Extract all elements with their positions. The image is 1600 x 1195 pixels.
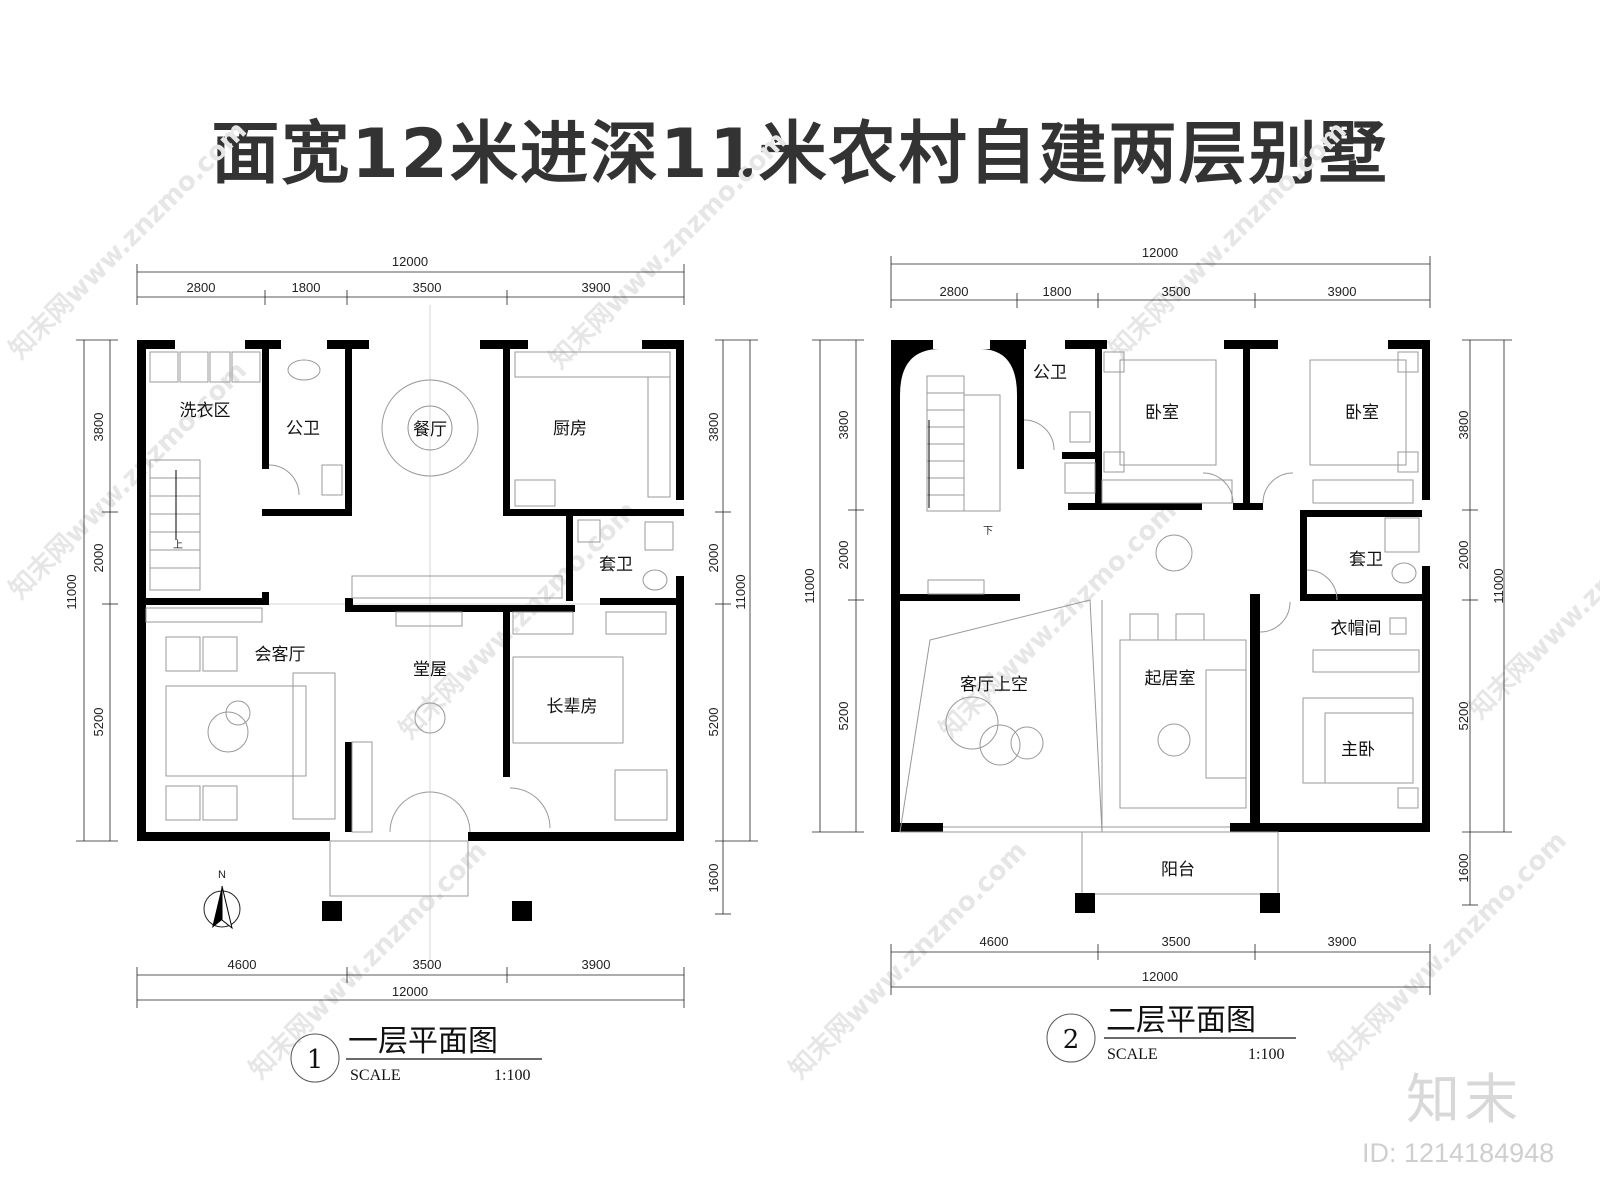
floor-2-dim-right-3: 5200	[1456, 702, 1471, 731]
floor-1-dim-right-3: 5200	[706, 708, 721, 737]
floor-2-dim-bottom-3: 3900	[1328, 934, 1357, 949]
floor-1-dims-bottom-lines	[136, 967, 685, 1008]
watermark-text: 知末网www.znzmo.com	[784, 836, 1033, 1085]
floor-1-dim-left-3: 5200	[91, 708, 106, 737]
floor-1-dims-left-lines	[76, 339, 118, 842]
watermark-text: 知末网www.znzmo.com	[4, 356, 253, 605]
floor-2-dim-right-1: 3800	[1456, 411, 1471, 440]
floor-1-dim-bottom-total: 12000	[392, 984, 428, 999]
floor-2-dim-bottom-total: 12000	[1142, 969, 1178, 984]
room-label-closet: 衣帽间	[1331, 619, 1382, 639]
floor-2-plan: 12000 2800 1800 3500 3900 4600 3500 3900…	[802, 245, 1512, 1063]
page-title: 面宽12米进深11米农村自建两层别墅	[211, 115, 1389, 194]
room-label-laundry: 洗衣区	[180, 401, 231, 421]
floor-1-dim-top-total: 12000	[392, 254, 428, 269]
floor-1-dims-right-lines	[715, 339, 758, 915]
column	[1075, 893, 1095, 913]
floor-1-dim-right-2: 2000	[706, 544, 721, 573]
floor-1-dim-right-4: 1600	[706, 864, 721, 893]
floor-2-dim-left-3: 5200	[836, 702, 851, 731]
room-label-living: 起居室	[1145, 669, 1196, 689]
brand-logo: 知末	[1406, 1068, 1522, 1131]
room-label-guest-hall: 会客厅	[255, 645, 306, 665]
room-label-bedroom-1: 卧室	[1145, 403, 1179, 423]
floor-2-dim-bottom-1: 4600	[980, 934, 1009, 949]
floor-1-dim-top-3: 3500	[413, 280, 442, 295]
room-label-dining: 餐厅	[413, 420, 447, 440]
room-label-kitchen: 厨房	[553, 419, 587, 439]
floor-2-dim-top-total: 12000	[1142, 245, 1178, 260]
floor-1-caption-title: 一层平面图	[348, 1024, 498, 1059]
room-label-void: 客厅上空	[960, 675, 1028, 695]
room-label-bedroom-2: 卧室	[1345, 403, 1379, 423]
floor-1-walls	[137, 340, 684, 841]
floor-2-dims-left-lines	[812, 339, 864, 833]
floor-2-walls	[891, 340, 1430, 832]
watermark-text: 知末网www.znzmo.com	[544, 126, 793, 375]
floor-1-dim-top-4: 3900	[582, 280, 611, 295]
room-label-suite-bath: 套卫	[599, 555, 633, 575]
floor-2-dim-left-2: 2000	[836, 541, 851, 570]
floor-2-caption-number: 2	[1063, 1025, 1080, 1055]
floor-1-dim-top-2: 1800	[292, 280, 321, 295]
floor-1-dim-top-1: 2800	[187, 280, 216, 295]
floor-2-dim-left-total: 11000	[802, 568, 817, 603]
floor-1-dims-top-lines	[136, 264, 685, 305]
floor-2-dim-right-total: 11000	[1491, 568, 1506, 603]
room-label-wc: 公卫	[286, 419, 320, 439]
floor-2-dims-right-lines	[1462, 339, 1512, 906]
floor-2-dim-bottom-2: 3500	[1162, 934, 1191, 949]
floor-1-caption-scale: 1:100	[494, 1067, 530, 1084]
floor-2-caption: 2 二层平面图 SCALE 1:100	[1046, 1003, 1296, 1063]
column	[512, 901, 532, 921]
floor-1-dim-left-1: 3800	[91, 413, 106, 442]
north-arrow-icon	[203, 885, 241, 930]
north-label: N	[218, 869, 226, 881]
floor-2-dim-top-1: 2800	[940, 284, 969, 299]
floor-2-caption-title: 二层平面图	[1106, 1003, 1256, 1038]
room-label-wc-2f: 公卫	[1033, 363, 1067, 383]
watermark-text: 知末网www.znzmo.com	[934, 496, 1183, 745]
floor-1-dim-bottom-3: 3900	[582, 957, 611, 972]
watermark-text: 知末网www.znzmo.com	[4, 116, 253, 365]
floor-2-dim-top-4: 3900	[1328, 284, 1357, 299]
floor-1-caption: 1 一层平面图 SCALE 1:100	[290, 1024, 542, 1084]
floor-1-dim-left-2: 2000	[91, 544, 106, 573]
floor-2-dim-left-1: 3800	[836, 411, 851, 440]
floor-1-furniture	[145, 351, 674, 897]
watermark-text: 知末网www.znzmo.com	[1324, 826, 1573, 1075]
room-label-balcony: 阳台	[1161, 860, 1195, 880]
floor-2-dim-right-2: 2000	[1456, 541, 1471, 570]
floor-2-dim-top-2: 1800	[1043, 284, 1072, 299]
floor-2-caption-scale-label: SCALE	[1107, 1046, 1158, 1063]
stair-down-mark: 下	[983, 526, 993, 537]
watermark-text: 知末网www.znzmo.com	[1464, 476, 1600, 725]
floor-1-dim-left-total: 11000	[64, 574, 79, 609]
watermark-text: 知末网www.znzmo.com	[1104, 116, 1353, 365]
floor-2-caption-scale: 1:100	[1248, 1046, 1284, 1063]
floor-1-dim-right-1: 3800	[706, 413, 721, 442]
floor-2-dims-bottom-lines	[890, 944, 1431, 995]
floor-2-dim-right-4: 1600	[1456, 854, 1471, 883]
floor-2-dims-top-lines	[890, 256, 1431, 308]
floor-1-plan: 12000 2800 1800 3500 3900 4600 3500 3900…	[64, 254, 758, 1084]
floor-1-caption-number: 1	[307, 1045, 324, 1075]
floor-1-dim-bottom-1: 4600	[228, 957, 257, 972]
column	[1260, 893, 1280, 913]
watermark-text: 知末网www.znzmo.com	[394, 496, 643, 745]
floor-2-dim-top-3: 3500	[1162, 284, 1191, 299]
floor-1-dim-bottom-2: 3500	[413, 957, 442, 972]
room-label-main-hall: 堂屋	[413, 660, 447, 680]
column	[322, 901, 342, 921]
floor-2-furniture	[899, 351, 1420, 895]
floor-1-dim-right-total: 11000	[733, 574, 748, 609]
room-label-suite-bath-2f: 套卫	[1349, 550, 1383, 570]
stair-up-mark: 上	[173, 539, 183, 551]
room-label-elder-room: 长辈房	[547, 697, 598, 717]
room-label-master: 主卧	[1341, 740, 1375, 760]
floor-1-caption-scale-label: SCALE	[350, 1067, 401, 1084]
brand-id: ID: 1214184948	[1362, 1138, 1555, 1168]
